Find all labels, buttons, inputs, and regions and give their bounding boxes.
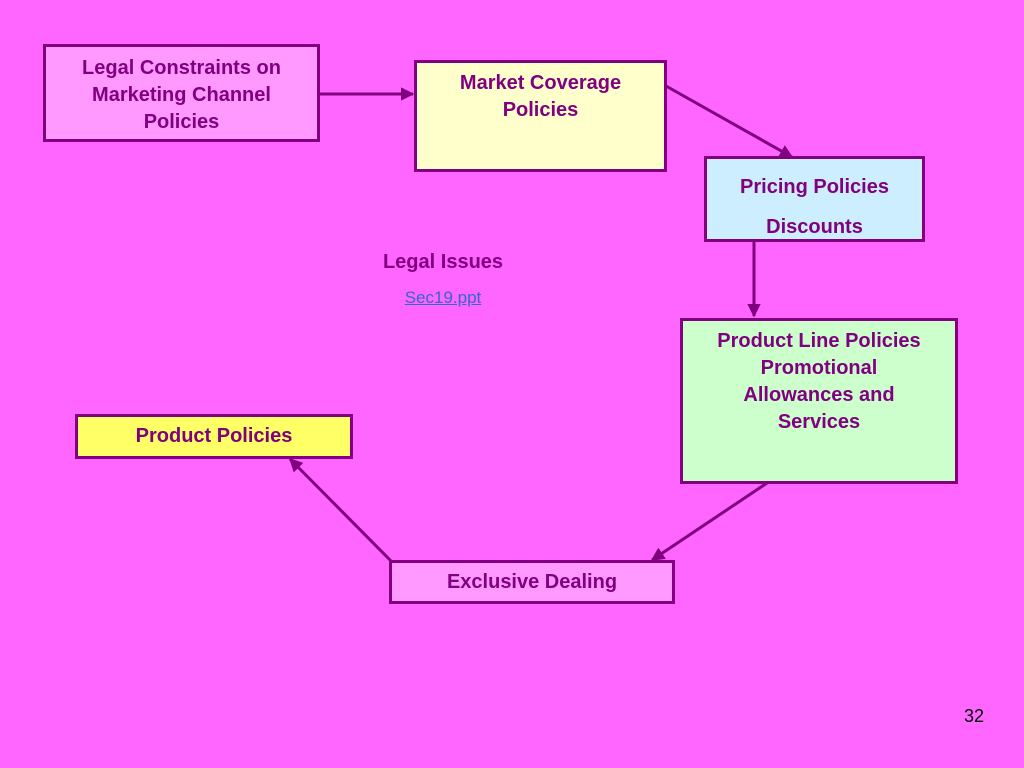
- pricing-line-1: Pricing Policies: [740, 176, 889, 198]
- exclusive-dealing-box: Exclusive Dealing: [389, 560, 675, 604]
- sec19-link[interactable]: Sec19.ppt: [404, 288, 482, 307]
- arrow-product-line-to-exclusive: [650, 479, 771, 562]
- arrow-exclusive-to-product: [288, 457, 393, 563]
- legal-constraints-line-1: Legal Constraints on: [82, 57, 281, 79]
- market-coverage-line-2: Policies: [502, 99, 579, 121]
- legal-issues-block: Legal Issues Sec19.ppt: [343, 250, 543, 308]
- legal-constraints-line-2: Marketing Channel: [92, 84, 271, 106]
- product-line-line-2: Promotional: [760, 357, 878, 379]
- product-policies-line-1: Product Policies: [135, 425, 293, 447]
- product-line-line-3: Allowances and: [743, 384, 895, 406]
- market-coverage-line-1: Market Coverage: [459, 72, 622, 94]
- product-line-line-1: Product Line Policies: [717, 330, 921, 352]
- pricing-line-2: Discounts: [766, 216, 863, 238]
- product-line-line-4: Services: [777, 411, 861, 433]
- legal-issues-heading: Legal Issues: [382, 251, 504, 273]
- legal-constraints-line-3: Policies: [143, 111, 220, 133]
- product-policies-box: Product Policies: [75, 414, 353, 459]
- page-number: 32: [963, 706, 984, 726]
- arrow-market-to-pricing: [665, 84, 794, 159]
- exclusive-dealing-line-1: Exclusive Dealing: [446, 571, 618, 593]
